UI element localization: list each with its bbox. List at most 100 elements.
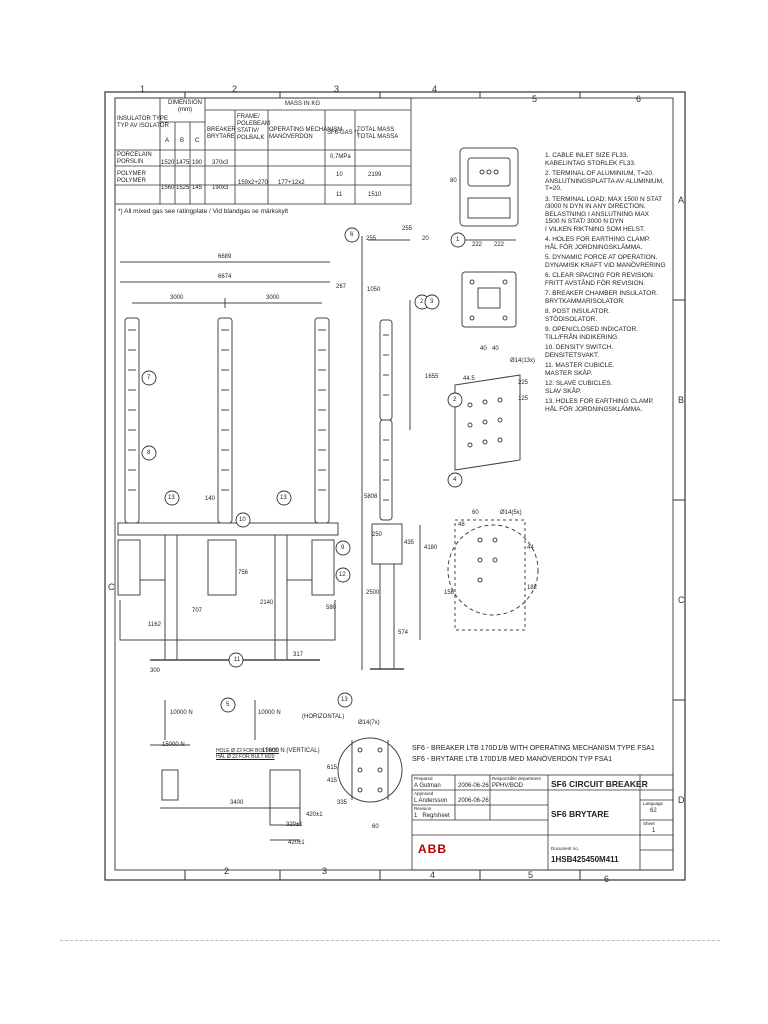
callout-10: 10 — [239, 517, 246, 523]
callout-2-side: 2 — [420, 299, 424, 305]
col-label-1: 1 — [140, 84, 146, 94]
table-row-1-total: 1510 — [368, 192, 382, 198]
table-header-dimension: DIMENSION (mm) — [168, 100, 203, 113]
note-6: 6. CLEAR SPACING FOR REVISION. FRITT AVS… — [545, 272, 655, 287]
abb-logo: ABB — [418, 842, 447, 856]
dim-317: 317 — [293, 652, 304, 658]
dim-10000-n-b: 10000 N — [258, 710, 281, 716]
dim-2140: 2140 — [260, 600, 274, 606]
pole-middle — [217, 317, 233, 524]
callout-12: 12 — [339, 572, 346, 578]
callout-5: 5 — [226, 702, 230, 708]
dim-158: 158 — [444, 590, 455, 596]
dim-5808: 5808 — [364, 494, 378, 500]
table-frame-shared: 159x2+270 — [238, 180, 268, 186]
dim-335: 335 — [337, 800, 348, 806]
row-label-d: D — [678, 795, 685, 805]
dim-44: 44 — [527, 545, 534, 551]
dim-horizontal: (HORIZONTAL) — [302, 714, 345, 720]
tb-revision: 1 Reg/sheet — [414, 813, 450, 819]
callout-7: 7 — [147, 375, 151, 381]
col-label-bottom-5: 5 — [528, 870, 534, 880]
callout-11: 11 — [234, 657, 241, 663]
note-8: 8. POST INSULATOR. STÖDISOLATOR. — [545, 308, 611, 323]
dim-15000-vertical: 15000 N (VERTICAL) — [262, 748, 320, 754]
dim-20: 20 — [422, 236, 429, 242]
side-view — [361, 236, 421, 670]
caption-swedish: SF6 - BRYTARE LTB 170D1/B MED MANÖVERDON… — [412, 756, 613, 763]
dim-hole-13x: Ø14(13x) — [510, 358, 536, 364]
scan-artifact-line — [60, 940, 720, 941]
dim-40-b: 40 — [492, 346, 499, 352]
table-row-0-c: 190 — [192, 160, 203, 166]
dim-hole-7x: Ø14(7x) — [358, 720, 380, 726]
dim-222-b: 222 — [494, 242, 505, 248]
callout-2: 2 — [453, 397, 457, 403]
table-header-b: B — [180, 138, 185, 144]
dim-756: 756 — [238, 570, 249, 576]
dim-44-5: 44.5 — [463, 376, 475, 382]
table-row-1-gas: 11 — [336, 192, 343, 198]
table-row-0-total: 2199 — [368, 172, 382, 178]
col-label-5: 5 — [532, 94, 538, 104]
dim-580: 580 — [326, 605, 337, 611]
dim-60-b: 60 — [372, 824, 379, 830]
note-9: 9. OPEN/CLOSED INDICATOR. TILL/FRÅN INDI… — [545, 326, 638, 341]
dim-40-a: 40 — [480, 346, 487, 352]
dim-140: 140 — [205, 496, 216, 502]
dim-1050: 1050 — [367, 287, 381, 293]
table-footnote: *) All mixed gas see ratingplate / Vid b… — [118, 208, 289, 215]
dim-255-a: 255 — [366, 236, 377, 242]
dim-267: 267 — [336, 284, 347, 290]
note-3: 3. TERMINAL LOAD: MAX 1500 N STAT /3000 … — [545, 195, 663, 233]
note-2: 2. TERMINAL OF ALUMINIUM, T=20. ANSLUTNI… — [545, 170, 664, 192]
notes-list: 1. CABLE INLET SIZE FL33. KABELINTAG STO… — [545, 152, 680, 413]
pole-left — [124, 317, 140, 524]
col-label-bottom-6: 6 — [604, 874, 610, 884]
dim-182: 182 — [527, 585, 538, 591]
callout-3: 3 — [430, 299, 434, 305]
tb-approved-date: 2006-06-26 — [458, 798, 489, 804]
outer-frame — [104, 91, 686, 881]
dim-225: 225 — [518, 380, 529, 386]
tb-prepared-name: A Gutman — [414, 783, 441, 789]
load-detail — [150, 700, 403, 841]
tb-approved-name: L Andersson — [414, 798, 448, 804]
dim-1655: 1655 — [425, 374, 439, 380]
callout-1: 1 — [456, 237, 460, 243]
dim-hole-5x: Ø14(5x) — [500, 510, 522, 516]
table-row-1-a: 1560 — [161, 185, 175, 191]
note-10: 10. DENSITY SWITCH. DENSITETSVAKT. — [545, 344, 614, 359]
dim-320: 320±1 — [286, 822, 303, 828]
callout-13-c: 13 — [341, 697, 348, 703]
callout-8: 8 — [147, 450, 151, 456]
terminal-detail — [459, 147, 519, 328]
table-row-0-gas: 10 — [336, 172, 343, 178]
note-1: 1. CABLE INLET SIZE FL33. KABELINTAG STO… — [545, 152, 636, 167]
slave-cubicle-left — [117, 539, 141, 596]
dim-574: 574 — [398, 630, 409, 636]
tb-doc-number: 1HSB425450M411 — [551, 855, 619, 864]
dim-255-b: 255 — [402, 226, 413, 232]
note-4: 4. HOLES FOR EARTHING CLAMP. HÅL FÖR JOR… — [545, 236, 651, 251]
dim-1162: 1162 — [148, 622, 161, 628]
col-label-2: 2 — [232, 84, 238, 94]
dim-3400: 3400 — [230, 800, 244, 806]
row-label-a: A — [678, 195, 685, 205]
dim-6674: 6674 — [218, 274, 232, 280]
table-row-0-breaker: 370x3 — [212, 160, 229, 166]
note-13: 13. HOLES FOR EARTHING CLAMP. HÅL FÖR JO… — [545, 398, 654, 413]
dim-250: 250 — [372, 532, 383, 538]
tb-sheet: 1 — [652, 828, 656, 834]
tb-title-swedish: SF6 BRYTARE — [551, 809, 610, 819]
dim-420-a: 420±1 — [306, 812, 323, 818]
support-left — [164, 534, 178, 661]
tb-dept: PPHV/BOD — [492, 783, 524, 789]
table-header-total: TOTAL MASS TOTAL MASSA — [357, 127, 399, 140]
note-11: 11. MASTER CUBICLE. MASTER SKÅP. — [545, 362, 615, 377]
tb-lang: 62 — [650, 808, 657, 814]
dim-125: 125 — [518, 396, 529, 402]
table-header-mechanism: OPERATING MECHANISM MANOVERDON — [269, 127, 343, 140]
dim-420-b: 420±1 — [288, 840, 305, 846]
